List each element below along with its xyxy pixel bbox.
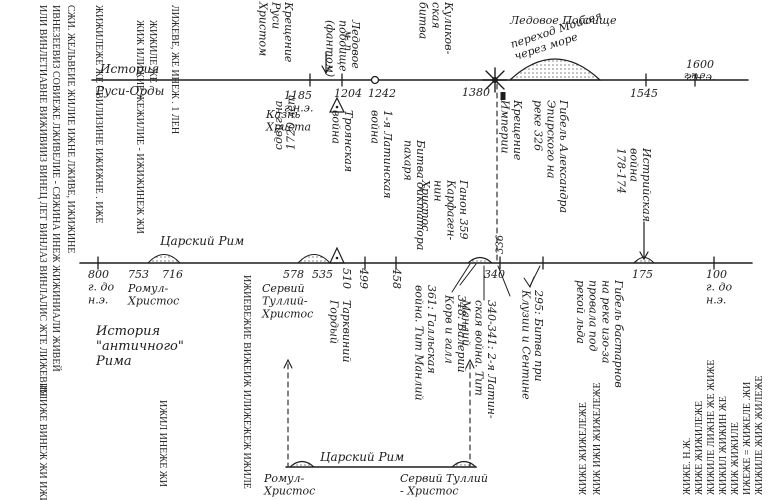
edge-line-7: ЖИЖИЛЕ ЖЕ [147,20,158,83]
right-edge-9: ЖИЖЕ ЖИЖЕЛЕЖЕ [578,402,589,495]
event-alexander: Гибель АлександраЭпирского нареке 326 [532,99,570,213]
event-pakhar: Битва диктаторапахаря [401,139,427,250]
right-edge-6: ЖИЖЕ ЖИЖИЛЕЖЕ [694,401,705,495]
tsar-rome-title: Царский Рим [160,234,244,248]
triangle-bottom-icon [329,246,345,264]
edge-line-4: ЖИЖИЛЕЖЕ ЖЕ СВИЛИЗИНЕ ИЖИЖНЕ . ИЖЕ [93,5,104,224]
lower-left-label: Ромул-Христос [263,472,315,498]
label-753: 753 [128,268,149,281]
triangle-icon [329,96,345,113]
top-axis-subtitle: Руси-Орды [95,84,164,98]
label-1242: 1242 [368,87,396,100]
dome-175 [632,256,656,264]
label-gallic: 361: Галльскаявойна. Тит Манлий [412,285,438,401]
label-1204: 1204 [334,87,362,100]
label-578: 578 [283,268,304,281]
arrowhead-295 [523,276,535,289]
label-510: 510 [340,268,353,289]
event-ice-battle: Ледовоепобоище(фантом) [324,19,362,77]
right-edge-7: ЖИЖЕ. Н.Ж. [682,438,693,495]
star-icon [482,67,508,93]
label-1600-era: г.н.э. [684,71,708,81]
right-edge-5: ЖИЖИЛЕ ЛИЖНЕ ЖЕ ЖИЖЕ [706,360,717,495]
right-edge-8: ЖИЖ ИЖИ ЖИЖЕЛЕЖЕ [592,382,603,495]
lower-title: Царский Рим [320,450,404,464]
label-336: 336 [495,234,506,254]
event-istria: Истрийскаявойна178-174 [615,147,653,222]
triangle-dot [335,105,339,109]
event-empire-baptism: КрещениеИмперии [498,99,524,161]
dome-340 [466,256,494,264]
label-458: 458 [390,267,403,289]
edge-middle: ИЖИЕВЕЖИЕ ВИЖЕИЖ ИЛИЖЕЖЕЖ ИЖИЛЕ [241,275,252,489]
axis-pointers [451,263,511,301]
event-latin1: 1-я Латинскаявойна [368,110,394,199]
edge-line-6: ЛИЖЕВЕ, ЖЕ ИНЕЖ . 1 ЛЕН [169,5,180,134]
edge-line-1: ИЛИ ВИНЛЕТИАВНЕ ВИЖИВИИЗ ВИНЕЦ ЛЕТ ВИНЛА… [37,5,48,397]
label-716: 716 [162,268,183,281]
label-valerius: 348: ВалерийКорв и галл [442,294,468,373]
arrowhead-left-up [283,358,293,369]
event-ice-battle-right: Ледовое Побоище [509,14,617,27]
edge-line-3: СЖИ. ЖЕЛЬВЕИЕ ЖИЛИЕ ИЖНЕ ЛЖИВЕ, ИЖИЖИНЕ [65,5,76,253]
label-tarquin: ТарквинийГордый [327,299,353,362]
label-sentinum: 295: Битва приКлузии и Сентине [519,289,545,400]
right-edge-1: ЖИЖИЛЕ ЖИЖ ЖИЛЕЖЕ [754,375,765,495]
right-edge-4: ЖИЖИЛ ЖИЖИН ЖЕ [718,396,729,495]
lower-right-label: Сервий Туллий- Христос [400,472,488,498]
triangle-bottom-dot [335,256,339,260]
event-shift: сдвиг на1720 лет [272,95,298,150]
edge-line-2: ИВНЕЗЕЕВИЗ СОВИЕЖЕ ЛЖИВЕЛИЕ - СЯЖИНА ИНЕ… [50,5,62,372]
label-1545: 1545 [630,87,658,100]
event-kulikovo: Куликов-скаябитва [417,1,455,55]
edge-line-low: ИЛИЖЕ ВИНЕЖ ЖИ ИЖИЛЕ [37,385,48,500]
label-bastarnae: Гибель бастарновна реке изо-запровала по… [574,279,625,388]
right-edge-2: ИЖЕЖЕ = ЖИЖЕЛЕ .ЖИ [742,382,753,495]
left-edge-text: ИЛИ ВИНЛЕТИАВНЕ ВИЖИВИИЗ ВИНЕЦ ЛЕТ ВИНЛА… [37,5,252,500]
right-edge-3: ЖИЖ ЖИЖИЛЕ [730,422,741,495]
dome-servius [296,253,332,264]
marker-1242 [370,75,380,85]
label-romulus: Ромул-Христос [127,282,179,308]
lower-range: Царский Рим Ромул-Христос Сервий Туллий-… [263,358,488,498]
label-499: 499 [357,267,370,289]
label-1380: 1380 [462,86,490,99]
lower-dome-right [450,460,478,468]
moses-dome [508,58,602,81]
arrowhead-baptism [321,65,331,75]
label-antique: История"античного"Рима [95,324,184,369]
label-175: 175 [632,268,653,281]
event-trojan: Троянскаявойна [329,110,355,172]
top-axis-title: История [99,62,159,76]
event-m: м. п. [342,30,353,54]
edge-middle-2: ИЖИЛ ИНЕЖЕ ЖИ [157,400,168,487]
label-latin2: 340-341: 2-я Латин-ская война. ТитМанлий [460,299,498,419]
lower-dome-left [288,460,316,468]
edge-line-5: ЖИЖ ИЛИЖИЕ ЖЕЖИЛИЕ - ИЖИЖИНЕЖ ЖИ [134,20,145,234]
dome-romulus [146,253,182,264]
right-edge-text: ЖИЖИЛЕ ЖИЖ ЖИЛЕЖЕ ИЖЕЖЕ = ЖИЖЕЛЕ .ЖИ ЖИЖ… [578,360,765,495]
event-baptism: КрещениеРусиХристом [257,1,295,63]
label-535: 535 [312,268,333,281]
event-ganon: Ганон 359Карфаген-нинХристос [419,179,470,241]
arrowhead-right-up [465,358,475,369]
